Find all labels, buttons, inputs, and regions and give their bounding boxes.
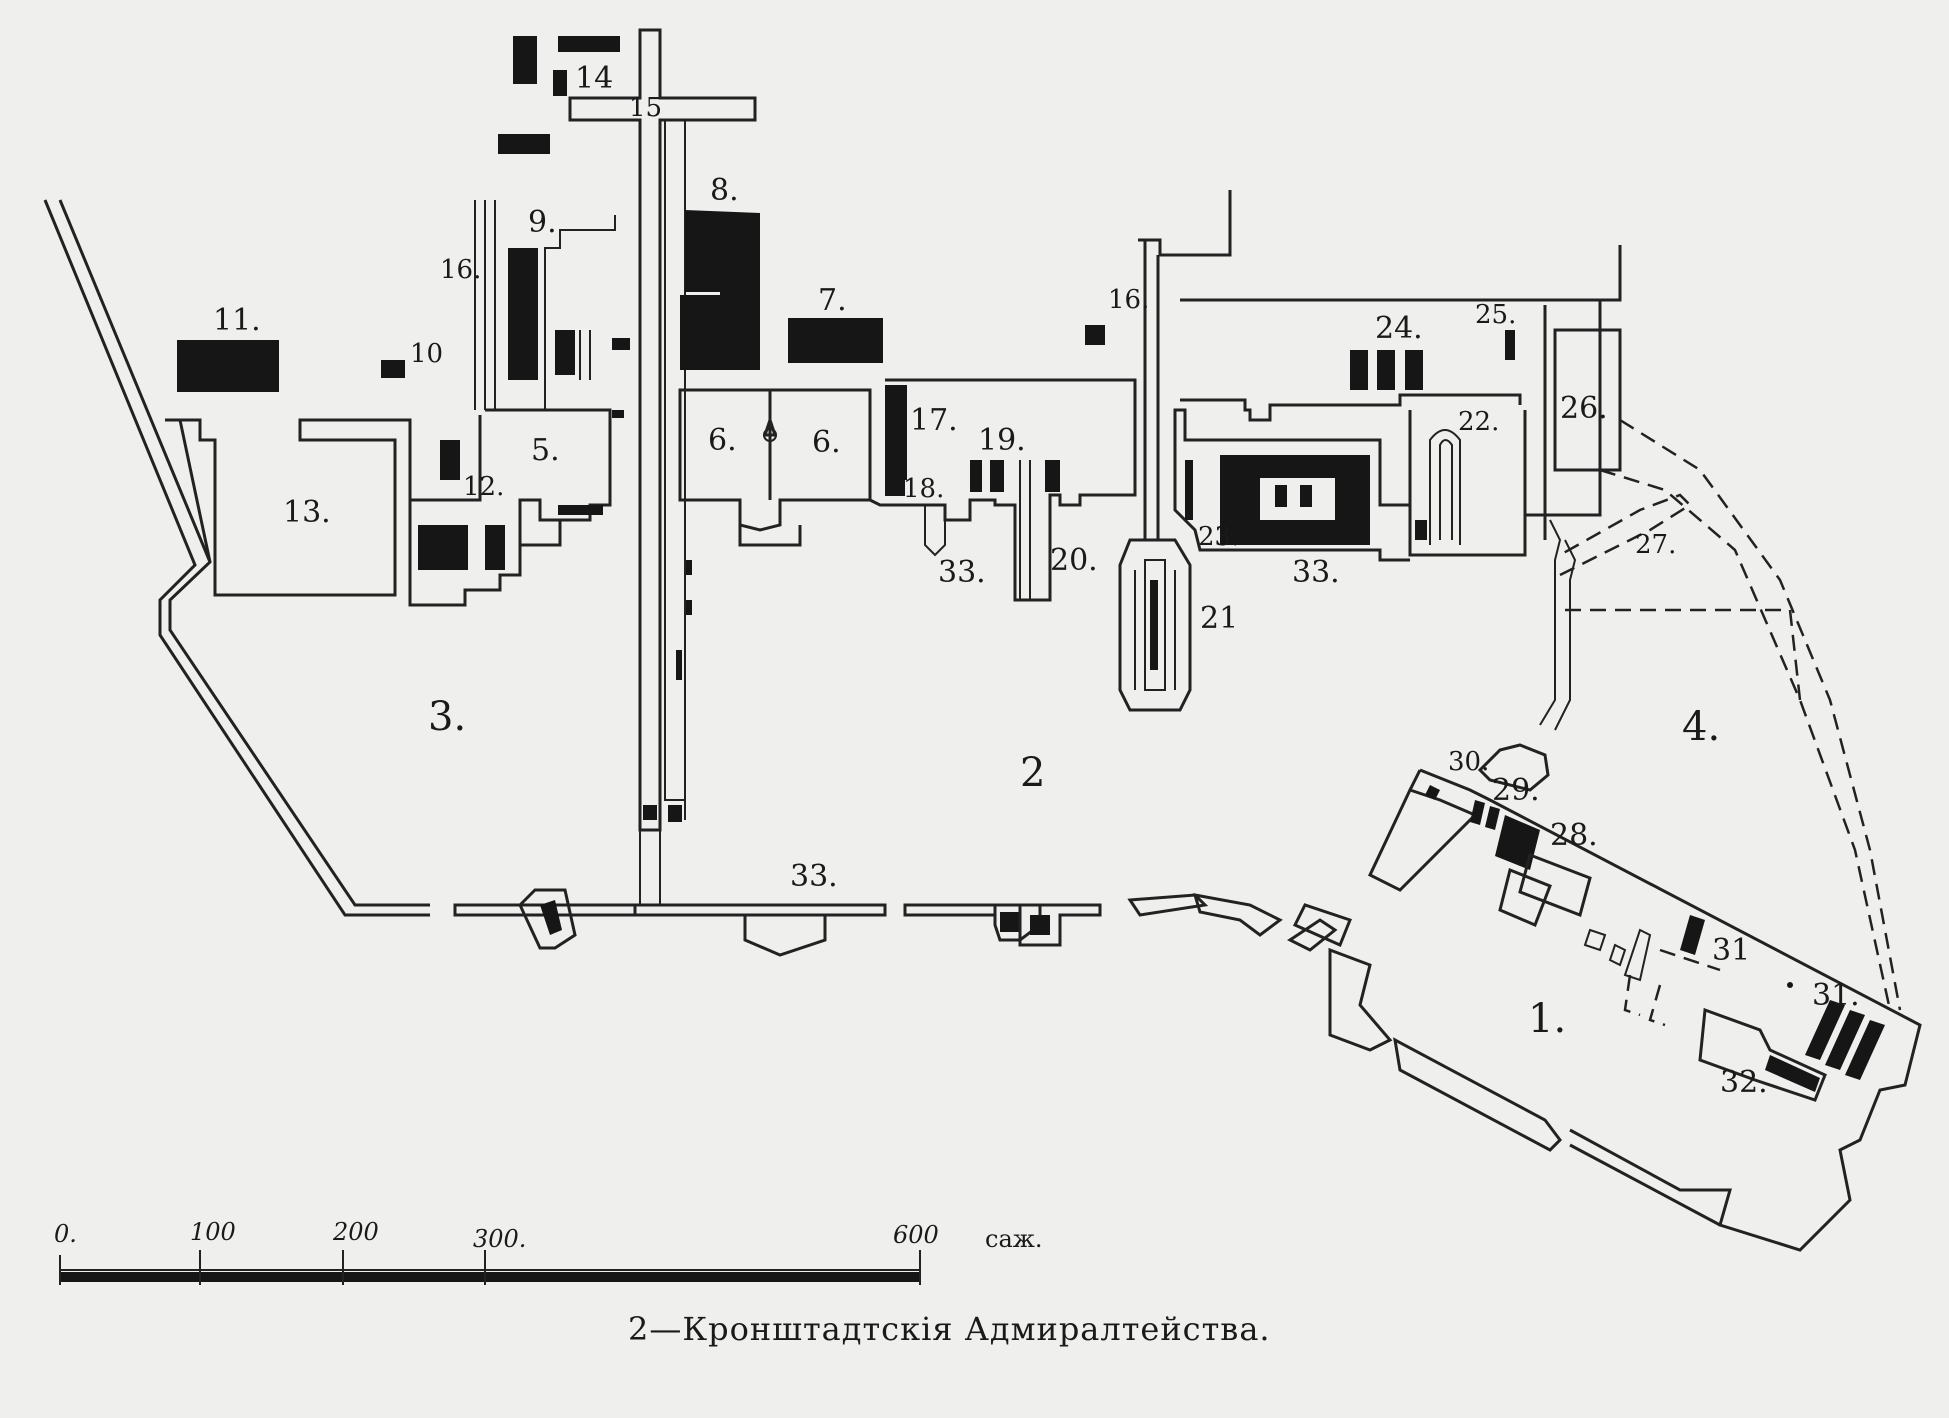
- central-canal: [568, 28, 757, 905]
- label-29: 29.: [1492, 773, 1540, 808]
- west-boundary-wall: [43, 199, 430, 917]
- label-13: 13.: [283, 495, 331, 530]
- projected-works-27: [1559, 418, 1902, 1011]
- scale-tick-300: 300.: [473, 1225, 526, 1253]
- scale-tick-600: 600: [893, 1221, 939, 1249]
- scale-tick-100: 100: [190, 1218, 236, 1246]
- label-16-east: 16.: [1108, 285, 1149, 315]
- label-33-wall: 33.: [790, 859, 838, 894]
- label-32: 32.: [1720, 1065, 1768, 1100]
- dock-21: [1118, 190, 1232, 712]
- label-15: 15: [629, 93, 662, 123]
- block-26: [1539, 245, 1622, 731]
- label-3: 3.: [428, 694, 466, 740]
- label-8: 8.: [710, 173, 739, 208]
- scale-unit: саж.: [985, 1225, 1042, 1253]
- label-6-west: 6.: [708, 423, 737, 458]
- map-labels: 1. 2 3. 4. 5. 6. 6. 7. 8. 9. 10 11. 12. …: [213, 61, 1860, 1100]
- label-20: 20.: [1050, 543, 1098, 578]
- basin-13-complex: [165, 408, 624, 607]
- label-9: 9.: [528, 205, 557, 240]
- label-27: 27.: [1635, 530, 1676, 560]
- label-30: 30.: [1448, 747, 1489, 777]
- label-31-east: 31.: [1812, 978, 1860, 1013]
- label-18: 18.: [903, 474, 944, 504]
- label-17: 17.: [910, 403, 958, 438]
- label-33-block: 33.: [1292, 555, 1340, 590]
- label-31-west: 31: [1712, 933, 1750, 968]
- label-14: 14: [575, 61, 613, 96]
- scale-bar: 0. 100 200 300. 600 саж.: [54, 1218, 1042, 1285]
- southern-complex-1: [1292, 743, 1922, 1252]
- docks-6-8-7: [676, 210, 883, 820]
- south-harbour-wall: [453, 888, 1338, 957]
- label-26: 26.: [1560, 391, 1608, 426]
- label-22: 22.: [1458, 407, 1499, 437]
- label-19: 19.: [978, 423, 1026, 458]
- label-21: 21: [1200, 601, 1238, 636]
- label-2: 2: [1020, 750, 1045, 796]
- label-4: 4.: [1682, 704, 1720, 750]
- label-23: 23.: [1198, 522, 1239, 552]
- label-6-east: 6.: [812, 425, 841, 460]
- label-25: 25.: [1475, 300, 1516, 330]
- label-33-slipways: 33.: [938, 555, 986, 590]
- slipways-17-20: [869, 325, 1137, 602]
- scale-tick-0: 0.: [54, 1220, 77, 1248]
- map-caption: 2—Кронштадтскія Адмиралтейства.: [628, 1310, 1271, 1348]
- block-23-24: [1173, 298, 1602, 562]
- label-12: 12.: [463, 472, 504, 502]
- scale-tick-200: 200: [332, 1218, 379, 1246]
- label-5: 5.: [531, 433, 560, 468]
- label-16-west: 16.: [440, 255, 481, 285]
- label-1: 1.: [1528, 996, 1566, 1042]
- northwest-buildings: [177, 36, 630, 411]
- label-7: 7.: [818, 283, 847, 318]
- label-10: 10: [410, 339, 443, 369]
- label-24: 24.: [1375, 311, 1423, 346]
- label-11: 11.: [213, 303, 261, 338]
- label-28: 28.: [1550, 818, 1598, 853]
